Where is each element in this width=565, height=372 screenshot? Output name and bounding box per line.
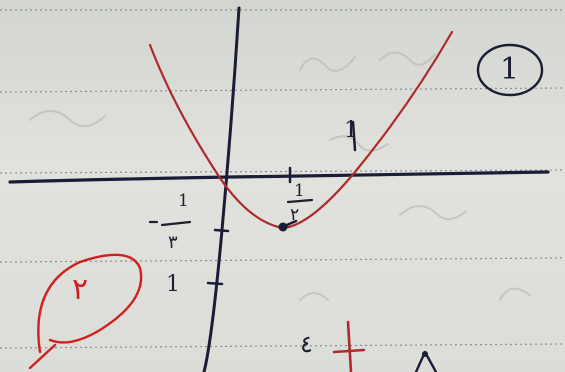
- bleed-stroke: [399, 205, 467, 221]
- bleed-stroke: [499, 287, 531, 301]
- y-axis: [202, 6, 241, 372]
- y-label-third-bar: [160, 220, 192, 227]
- y-tick-third: [213, 228, 230, 233]
- bleed-through-marks: [29, 51, 531, 301]
- x-axis: [8, 170, 550, 184]
- bleed-stroke: [29, 110, 106, 127]
- ruled-lines: [0, 9, 565, 349]
- question-number: 1: [500, 52, 520, 87]
- x-label-half-bar: [286, 198, 314, 204]
- ruled-line: [0, 257, 565, 263]
- y-tick-one: [206, 281, 224, 286]
- bleed-stroke: [299, 292, 329, 301]
- bleed-stroke: [329, 135, 389, 152]
- circled-mark-label: ٢: [72, 272, 89, 307]
- bleed-stroke: [379, 51, 436, 66]
- bottom-red-tick: [346, 320, 353, 372]
- bottom-arrow-dot: [422, 351, 428, 357]
- bottom-label: ٤: [300, 330, 313, 358]
- ruled-line: [0, 169, 565, 174]
- x-label-half-den: ٢: [290, 205, 299, 225]
- red-circle-tail: [28, 343, 57, 370]
- x-label-one: 1: [344, 118, 358, 143]
- ruled-line: [0, 343, 565, 349]
- red-circle-annotation: [37, 253, 143, 354]
- ruled-line: [0, 87, 565, 93]
- y-label-one: 1: [166, 272, 180, 297]
- y-label-third-num: 1: [178, 191, 189, 211]
- bleed-stroke: [299, 56, 356, 72]
- question-number-circle: [476, 43, 544, 97]
- bottom-red-crossbar: [332, 348, 366, 354]
- y-label-third-den: ٣: [168, 232, 178, 253]
- x-label-half-num: 1: [294, 181, 305, 201]
- vertex-marker-stroke: [278, 219, 298, 230]
- x-tick-one-label-stroke: [351, 120, 357, 152]
